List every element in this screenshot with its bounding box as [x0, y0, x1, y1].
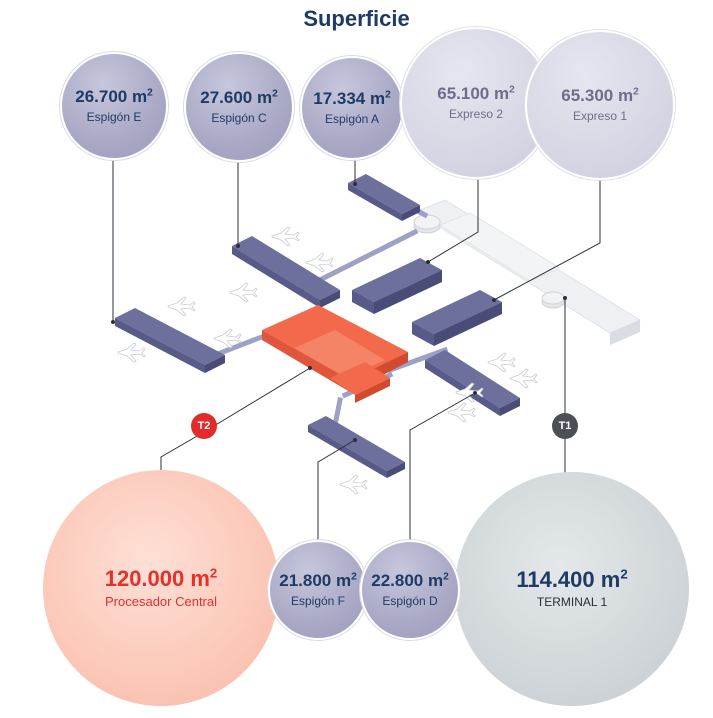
area-label: TERMINAL 1 — [536, 595, 608, 610]
area-value: 65.300 m2 — [561, 85, 639, 105]
area-value: 27.600 m2 — [200, 87, 278, 107]
expreso-buildings — [352, 258, 502, 346]
area-label: Espigón D — [382, 593, 438, 608]
leader-dots — [111, 182, 567, 442]
area-circle-espigon-f: 21.800 m2 Espigón F — [268, 540, 368, 640]
area-value: 26.700 m2 — [75, 86, 153, 106]
area-circle-terminal-1: 114.400 m2 TERMINAL 1 — [455, 472, 689, 706]
area-value: 21.800 m2 — [279, 570, 357, 590]
area-circle-espigon-c: 27.600 m2 Espigón C — [184, 52, 294, 162]
area-label: Espigón E — [86, 109, 142, 124]
t2-badge: T2 — [191, 413, 217, 439]
pier-f — [308, 416, 405, 478]
area-value: 114.400 m2 — [516, 566, 628, 593]
pier-e — [115, 308, 225, 373]
pier-d — [425, 350, 520, 416]
pier-a — [348, 174, 420, 221]
page-title: Superficie — [303, 6, 410, 31]
pier-c — [232, 236, 340, 308]
area-value: 120.000 m2 — [104, 565, 218, 591]
area-circle-espigon-d: 22.800 m2 Espigón D — [360, 540, 460, 640]
area-label: Expreso 1 — [572, 108, 628, 123]
area-circle-expreso-1: 65.300 m2 Expreso 1 — [525, 30, 675, 180]
area-circle-procesador-central: 120.000 m2 Procesador Central — [43, 470, 279, 706]
area-value: 22.800 m2 — [371, 570, 449, 590]
corridors — [211, 186, 449, 428]
area-value: 17.334 m2 — [313, 88, 391, 108]
leader-lines — [112, 140, 601, 545]
central-processor-terminal — [262, 305, 408, 403]
t1-badge: T1 — [552, 413, 578, 439]
area-label: Espigón C — [211, 110, 267, 125]
area-label: Espigón A — [324, 111, 380, 126]
area-circle-espigon-a: 17.334 m2 Espigón A — [300, 56, 404, 160]
area-circle-espigon-e: 26.700 m2 Espigón E — [60, 52, 168, 160]
terminal-1-structure — [413, 199, 642, 345]
area-label: Expreso 2 — [448, 106, 504, 121]
area-value: 65.100 m2 — [437, 83, 515, 103]
area-label: Espigón F — [290, 593, 346, 608]
area-label: Procesador Central — [105, 593, 217, 609]
